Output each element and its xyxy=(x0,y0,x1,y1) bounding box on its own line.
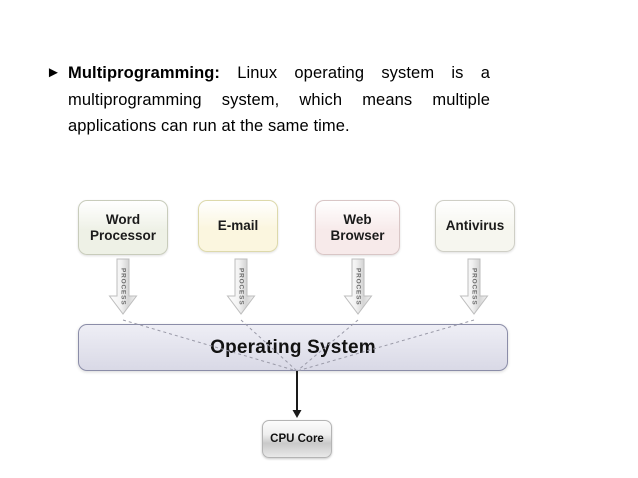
bullet-body-text: Linux operating system is a multiprogram… xyxy=(68,64,490,135)
app-box-email[interactable]: E-mail xyxy=(198,200,278,252)
down-block-arrow-icon xyxy=(226,258,256,315)
down-block-arrow-icon xyxy=(459,258,489,315)
bullet-paragraph: Multiprogramming: Linux operating system… xyxy=(68,60,490,140)
arrow-to-cpu-core xyxy=(292,371,302,418)
app-box-word-processor[interactable]: Word Processor xyxy=(78,200,168,255)
app-box-label: Web Browser xyxy=(330,211,385,243)
app-box-label: Word Processor xyxy=(89,211,157,243)
operating-system-bar[interactable]: Operating System xyxy=(78,324,508,371)
process-arrow-email: PROCESS xyxy=(226,258,256,316)
bullet-lead-term: Multiprogramming: xyxy=(68,64,221,82)
cpu-core-label: CPU Core xyxy=(270,433,324,445)
app-box-antivirus[interactable]: Antivirus xyxy=(435,200,515,252)
cpu-core-box[interactable]: CPU Core xyxy=(262,420,332,458)
process-arrow-antivirus: PROCESS xyxy=(459,258,489,316)
operating-system-label: Operating System xyxy=(210,336,376,358)
process-arrow-word-processor: PROCESS xyxy=(108,258,138,316)
down-block-arrow-icon xyxy=(108,258,138,315)
app-box-web-browser[interactable]: Web Browser xyxy=(315,200,400,255)
process-arrow-web-browser: PROCESS xyxy=(343,258,373,316)
app-box-label: Antivirus xyxy=(445,218,505,233)
bullet-row: ► Multiprogramming: Linux operating syst… xyxy=(44,60,490,140)
bullet-block: ► Multiprogramming: Linux operating syst… xyxy=(44,60,490,140)
down-block-arrow-icon xyxy=(343,258,373,315)
app-box-label: E-mail xyxy=(217,218,259,233)
bullet-triangle-icon: ► xyxy=(46,64,61,81)
